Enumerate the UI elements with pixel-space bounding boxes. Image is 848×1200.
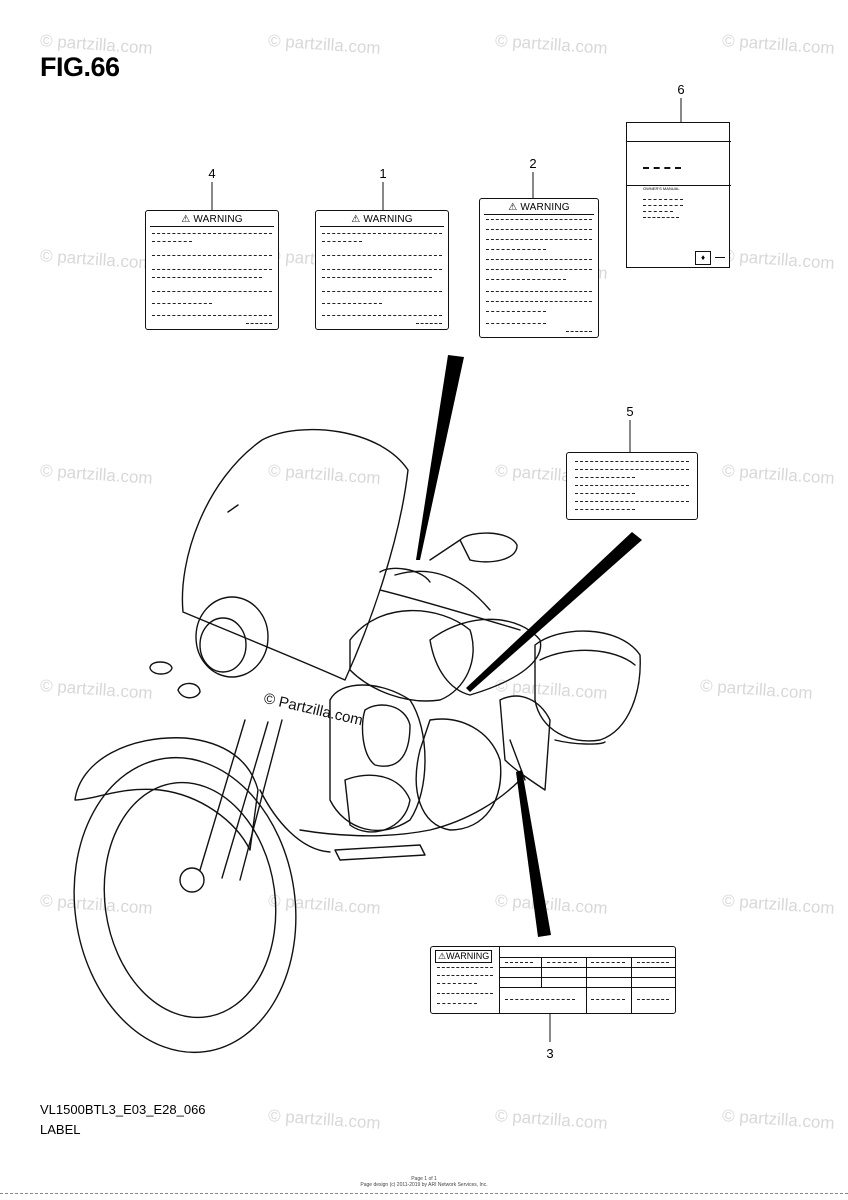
turn-signal-right [177,682,201,699]
footer-copyright: Page design (c) 2011-2019 by ARI Network… [360,1182,488,1188]
figure-title: FIG.66 [40,52,120,82]
windshield-outline [181,428,409,681]
engine-lower [415,718,502,831]
info-label-5 [566,452,698,520]
callout-5: 5 [626,404,634,419]
drawing-code: VL1500BTL3_E03_E28_066 [40,1102,206,1117]
engine-cylinder [361,704,411,767]
engine-block [329,684,426,832]
brand-logo-icon: ♦ [695,251,711,265]
rear-fender [499,695,551,791]
warning-heading: ⚠ WARNING [150,214,274,227]
front-fork-left [199,719,246,871]
front-fork-right [221,721,269,879]
warning-heading: ⚠WARNING [435,950,493,963]
pointer-wedge-top [416,355,464,560]
handlebar-left [379,567,431,583]
engine-case [344,774,411,833]
bottom-rule [0,1193,848,1194]
headlight-lens [199,617,247,673]
warning-text: WARNING [363,214,413,225]
warning-triangle-icon: ⚠ [351,214,361,225]
warning-heading: ⚠ WARNING [320,214,444,227]
mirror-stem [429,539,461,561]
fuel-tank [349,609,474,702]
crash-bar [259,789,331,853]
warning-text: WARNING [446,951,490,961]
footer-page: Page 1 of 1 [411,1176,437,1182]
fork-leg-right [239,719,283,881]
headlight-outer [195,596,269,678]
exhaust [554,739,606,745]
warning-triangle-icon: ⚠ [438,951,447,961]
callout-2: 2 [529,156,537,171]
callout-4: 4 [208,166,216,181]
warning-label-4: ⚠ WARNING [145,210,279,330]
callout-6: 6 [677,82,685,97]
pointer-wedge-bottom [516,770,551,937]
floorboard [334,844,426,861]
callout-3: 3 [546,1046,554,1061]
warning-triangle-icon: ⚠ [508,202,518,213]
saddlebag-lid [539,649,636,666]
tire-info-label-3: ⚠WARNING [430,946,676,1014]
warning-text: WARNING [193,214,243,225]
front-hub [179,867,205,893]
turn-signal-left [149,661,173,675]
lower-frame [299,779,521,837]
windshield-brace [227,504,239,513]
owners-manual-card: OWNER'S MANUAL ♦ [626,122,731,268]
drawing-caption: LABEL [40,1122,81,1137]
warning-text: WARNING [520,202,570,213]
manual-heading: OWNER'S MANUAL [643,186,680,191]
front-tire [73,756,297,1054]
warning-label-2: ⚠ WARNING [479,198,599,338]
seat [429,618,542,696]
warning-heading: ⚠ WARNING [484,202,594,215]
warning-triangle-icon: ⚠ [181,214,191,225]
callout-1: 1 [379,166,387,181]
front-fender [74,737,259,851]
warning-label-1: ⚠ WARNING [315,210,449,330]
frame-top [379,589,521,631]
page-footer: Page 1 of 1 Page design (c) 2011-2019 by… [0,1176,848,1188]
handlebar [394,570,491,611]
saddlebag [534,630,641,742]
front-rim [103,781,277,1019]
pointer-wedge-right [466,532,642,692]
mirror [459,532,518,563]
